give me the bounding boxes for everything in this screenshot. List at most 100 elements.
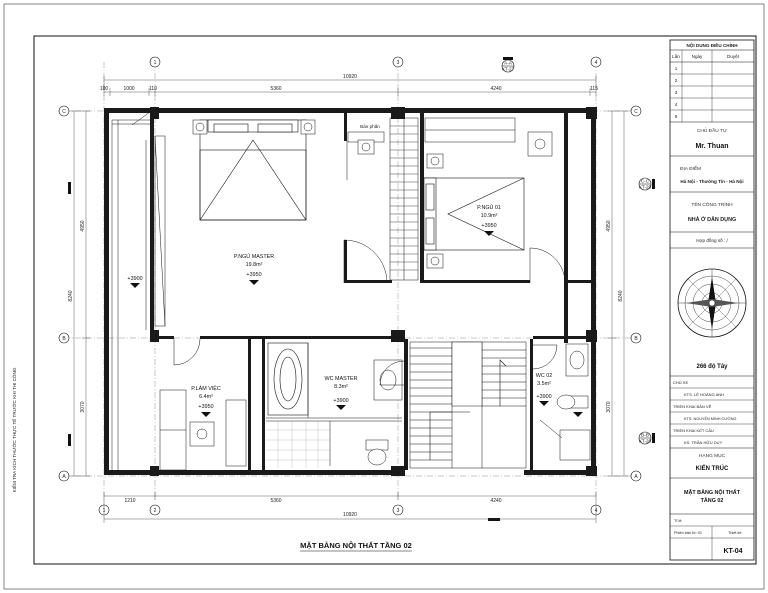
wc-master-tub (267, 342, 309, 416)
room-wc02: WC 02 3.5m² +3900 (536, 373, 552, 406)
wc02-door (532, 344, 563, 439)
room-study: P.LÀM VIỆC 6.4m² +3950 (191, 384, 221, 417)
grid-right-c: C (634, 109, 638, 115)
grid-bubbles-top: 1 3 4 (149, 56, 602, 68)
wc02-right-elev (573, 412, 583, 417)
room-bedroom01-area: 10.9m² (481, 213, 498, 219)
dim-bottom-1210: 1210 (124, 498, 135, 504)
room-wc-master-name: WC MASTER (325, 376, 358, 382)
desk-label: Bàn phấn (360, 124, 380, 129)
rev-col-ngay: Ngày (692, 54, 703, 59)
room-study-name: P.LÀM VIỆC (191, 384, 221, 392)
dim-top-115: 115 (590, 86, 598, 92)
dimensions-top (103, 76, 597, 96)
master-bed (199, 119, 307, 221)
rev-row-4: 4 (675, 102, 678, 107)
section-marker-top: A-A KT-27 (501, 57, 515, 73)
grid-bubbles-left: C B A (58, 105, 70, 482)
room-bedroom01-name: P.NGỦ 01 (477, 204, 501, 211)
staff-table (670, 387, 754, 449)
room-bedroom01-elev: +3950 (481, 223, 496, 229)
balcony-elev: +3900 (127, 276, 143, 288)
dim-bottom-4240: 4240 (490, 498, 501, 504)
balcony-elev-text: +3900 (127, 276, 142, 282)
section-marker-right-b: B-B KT-28 (68, 431, 655, 521)
compass-icon (677, 268, 747, 338)
section-c-sheet: KT-29 (639, 185, 652, 190)
grid-top-1: 1 (154, 60, 157, 66)
room-wc02-name: WC 02 (536, 373, 552, 379)
room-master-area: 19.8m² (246, 262, 263, 268)
section-b-sheet: KT-28 (639, 439, 652, 444)
grid-bottom-2: 2 (154, 508, 157, 514)
dim-bottom-5360: 5360 (270, 498, 281, 504)
grid-left-c: C (62, 109, 66, 115)
rev-row-1: 1 (675, 66, 678, 71)
owner-name: Mr. Thuan (695, 143, 728, 150)
sheet-number: KT-04 (723, 548, 742, 555)
drawing-frame (33, 35, 757, 565)
grid-right-b: B (634, 336, 638, 342)
project-value: NHÀ Ở DÂN DỤNG (688, 216, 736, 223)
room-master-elev: +3950 (246, 272, 261, 278)
rev-row-2: 2 (675, 78, 678, 83)
dim-right-3070: 3070 (606, 401, 612, 412)
wc-master-sink (373, 359, 403, 401)
dim-bottom-total: 10920 (343, 512, 357, 518)
dim-right-8240: 8240 (618, 290, 624, 301)
room-study-area: 6.4m² (199, 394, 213, 400)
grid-right-a: A (634, 474, 638, 480)
room-wc02-area: 3.5m² (537, 381, 551, 387)
wc-master-toilet (365, 439, 389, 466)
sheet-label: Thiết kế (728, 531, 742, 535)
dim-left-3070: 3070 (80, 401, 86, 412)
rev-col-duyet: Duyệt (727, 54, 740, 59)
study-furniture (159, 389, 247, 471)
contract-no: Hợp đồng số : / (696, 238, 728, 243)
dim-left-8240: 8240 (68, 290, 74, 301)
dim-left-4950: 4950 (80, 220, 86, 231)
rev-col-lan: Lần (672, 54, 680, 59)
room-master: P.NGỦ MASTER 19.8m² +3950 (234, 253, 274, 285)
orientation: 266 độ Tây (696, 364, 728, 370)
rev-row-3: 3 (675, 90, 678, 95)
room-wc-master: WC MASTER 8.3m² +3900 (325, 376, 358, 410)
wc02-fixtures (556, 343, 591, 461)
wc-master-door (379, 360, 405, 386)
room-wc-master-area: 8.3m² (334, 384, 348, 390)
scale-label: Tỉ lệ (674, 518, 682, 523)
staff-role-0: CHỦ XE (673, 380, 688, 385)
dim-top-5360: 5360 (270, 86, 281, 92)
grid-bubbles-right: C B A (630, 105, 642, 482)
staff-role-4: TRIỂN KHAI KẾT CẤU (673, 428, 714, 433)
section-b-code: B-B (641, 433, 649, 438)
wc-master-floor (266, 421, 330, 468)
room-master-name: P.NGỦ MASTER (234, 253, 274, 260)
version-label: Phiên bản tờ: 01 (674, 531, 702, 535)
grid-top-4: 4 (595, 60, 598, 66)
category-label: HẠNG MỤC (699, 453, 726, 459)
bedroom01-wardrobe (424, 117, 516, 143)
staff-role-2: TRIỂN KHAI BẢN VẼ (673, 404, 712, 409)
bedroom01-door (529, 247, 566, 284)
staff-name-1: KTS. LÊ HOÀNG ANH (684, 392, 724, 397)
staff-name-5: KS. TRẦN HỮU DUY (684, 440, 723, 445)
section-top-sheet: KT-27 (502, 67, 515, 72)
location-label: ĐỊA ĐIỂM (680, 165, 701, 172)
rev-header: NỘI DUNG ĐIỀU CHỈNH (686, 41, 738, 48)
walls (104, 107, 597, 476)
owner-label: CHỦ ĐẦU TƯ (697, 127, 727, 134)
built-in-shelf (389, 117, 419, 281)
dimensions-bottom (103, 492, 597, 523)
side-note: KIỂM TRA KÍCH THƯỚC THỰC TẾ TRƯỚC KHI TH… (11, 367, 17, 492)
dim-top-100: 100 (100, 86, 109, 92)
drawing-title: MẶT BẰNG NỘI THẤT TẦNG 02 (300, 540, 412, 550)
grid-bottom-3: 3 (397, 508, 400, 514)
study-door (173, 338, 201, 366)
windows (111, 109, 560, 470)
grid-left-a: A (62, 474, 66, 480)
master-wardrobe (154, 135, 166, 327)
room-bedroom01: P.NGỦ 01 10.9m² +3950 (477, 204, 501, 236)
room-study-elev: +3950 (198, 404, 213, 410)
